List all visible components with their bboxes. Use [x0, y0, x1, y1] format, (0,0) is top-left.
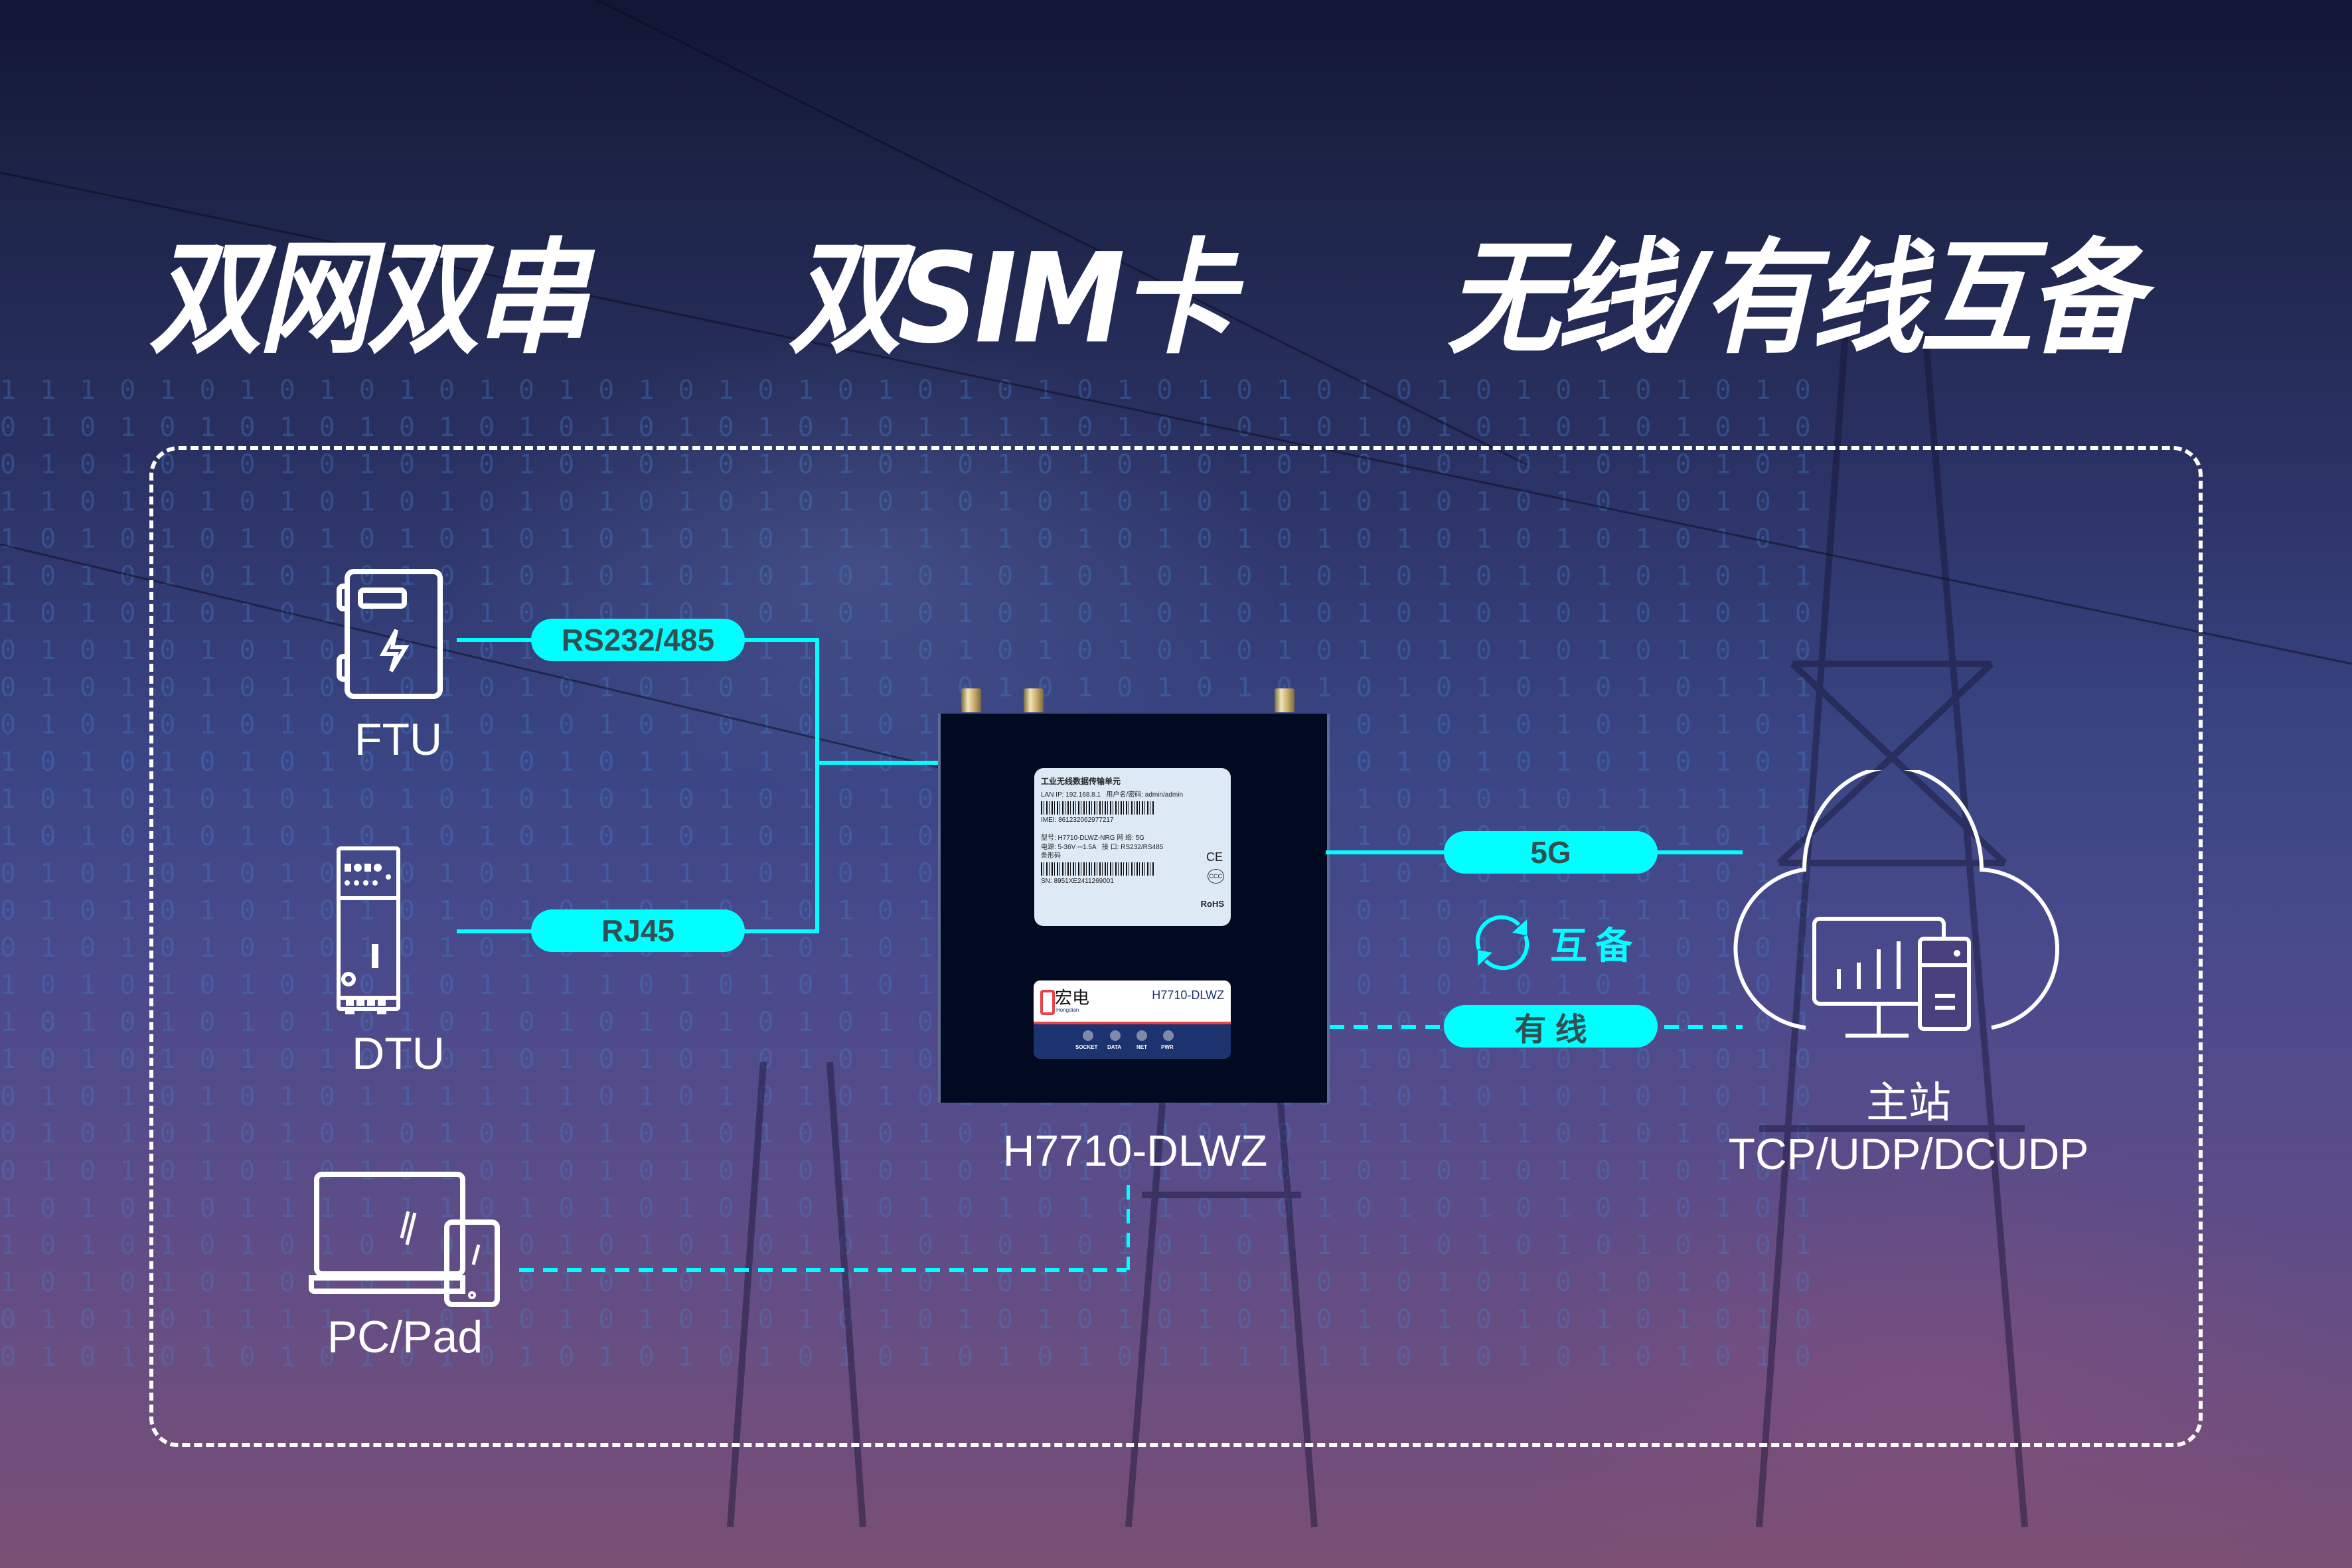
led-label-net: NET [1137, 1044, 1147, 1050]
master-station-label: 主站 [1866, 1079, 1951, 1127]
brand-name: 宏电 [1055, 988, 1090, 1008]
rohs-mark: RoHS [1200, 899, 1224, 909]
led-label-data: DATA [1107, 1044, 1122, 1050]
rj45-badge: RJ45 [531, 909, 745, 952]
headline-dual-sim: 双SIM卡 [789, 226, 1234, 372]
brand-name-en: Hongdian [1056, 1007, 1079, 1013]
label-barcode-title: 条形码 [1041, 852, 1061, 860]
5g-badge: 5G [1444, 831, 1658, 874]
label-lan-ip: LAN IP: 192.168.8.1 [1041, 791, 1101, 799]
router-brand-plate: 宏电 Hongdian H7710-DLWZ SOCKET DATA NET P… [1034, 980, 1231, 1059]
ce-mark: CE [1206, 850, 1223, 864]
pc-pad-label: PC/Pad [327, 1312, 483, 1362]
sync-arrows-icon [1475, 915, 1529, 971]
headline-wireless-wired-backup: 无线/有线互备 [1447, 226, 2142, 372]
antenna-connector [1275, 688, 1294, 712]
merge-link-line [815, 638, 819, 933]
dtu-cabinet-icon [337, 846, 400, 1014]
backup-label: 互备 [1550, 925, 1640, 967]
laptop-tablet-icon [309, 1172, 500, 1307]
plate-model: H7710-DLWZ [1152, 988, 1224, 1002]
led-socket [1083, 1030, 1093, 1041]
binary-rain-background: 1110101010101010101010101010101010101010… [0, 375, 1835, 1368]
pc-pad-dashed-link-vertical [1127, 1185, 1130, 1270]
ftu-label: FTU [354, 714, 443, 765]
sn-barcode [1041, 862, 1154, 876]
label-power: 电源: 5-36V ⎓1.5A [1041, 843, 1097, 851]
router-input-line [815, 761, 941, 765]
led-data [1110, 1030, 1121, 1041]
dtu-label: DTU [352, 1028, 445, 1079]
label-model: 型号: H7710-DLWZ-NRG [1041, 834, 1115, 842]
imei-barcode [1041, 801, 1154, 815]
label-imei: IMEI: 861232062977217 [1041, 816, 1114, 824]
headline-dual-network-dual-serial: 双网双串 [149, 226, 589, 372]
label-network: 网 络: 5G [1117, 834, 1144, 842]
led-label-socket: SOCKET [1075, 1044, 1098, 1050]
master-protocols-label: TCP/UDP/DCUDP [1728, 1129, 2089, 1178]
antenna-connector [1024, 688, 1044, 712]
rs232-485-badge: RS232/485 [531, 619, 745, 661]
label-title: 工业无线数据传输单元 [1041, 777, 1121, 786]
led-label-pwr: PWR [1161, 1044, 1174, 1050]
antenna-connector [961, 688, 981, 712]
hongdian-logo-icon [1040, 990, 1055, 1015]
pc-pad-dashed-link [519, 1268, 1127, 1272]
router-spec-label: 工业无线数据传输单元 LAN IP: 192.168.8.1 用户名/密码: a… [1034, 768, 1231, 926]
power-cabinet-icon [337, 569, 443, 699]
ccc-mark: CCC [1207, 869, 1224, 884]
cloud-server-icon [1733, 770, 2059, 1038]
wired-badge: 有 线 [1444, 1005, 1658, 1048]
led-net [1137, 1030, 1147, 1041]
diagram-frame [149, 446, 2203, 1447]
label-credentials: 用户名/密码: admin/admin [1106, 791, 1184, 799]
label-sn: SN: 8951XE2411269001 [1041, 877, 1114, 885]
router-model-label: H7710-DLWZ [1002, 1126, 1268, 1175]
label-interface: 接 口: RS232/RS485 [1101, 843, 1164, 851]
led-pwr [1163, 1030, 1174, 1041]
